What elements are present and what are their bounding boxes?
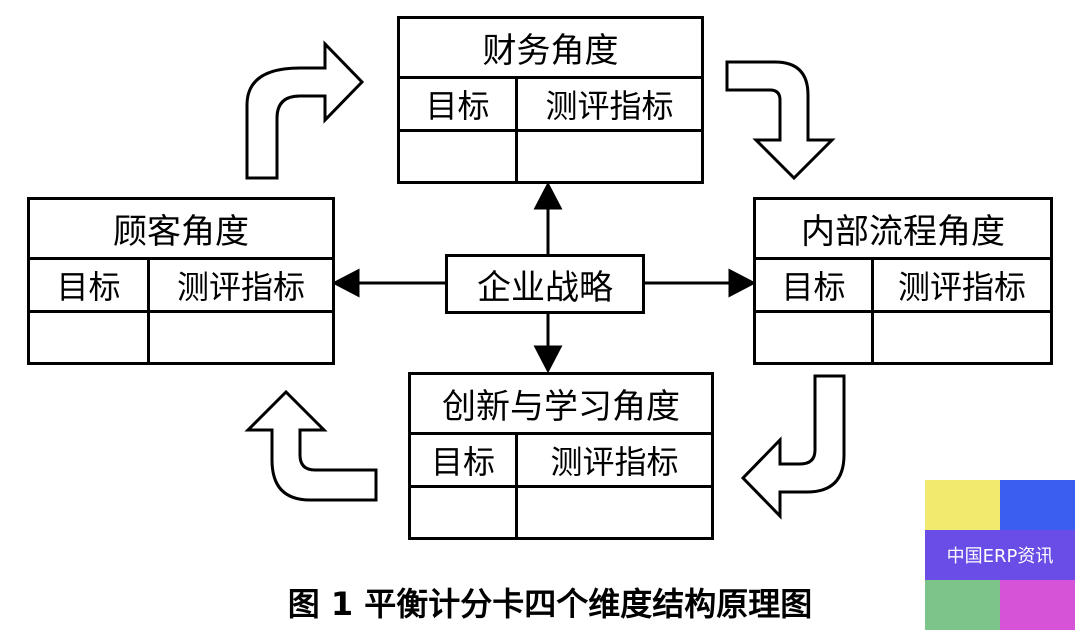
curved-arrow-learning-to-customer [244, 389, 378, 502]
customer-goal-cell [30, 313, 150, 362]
curved-arrow-finance-to-internal [725, 60, 836, 181]
logo-block-green [925, 580, 1000, 630]
customer-goal-header: 目标 [30, 260, 150, 310]
learning-empty-row [411, 488, 711, 537]
figure-caption: 图 1 平衡计分卡四个维度结构原理图 [287, 585, 813, 623]
internal-process-perspective-box: 内部流程角度 目标 测评指标 [753, 197, 1053, 365]
curved-arrow-internal-to-learning [740, 374, 846, 520]
enterprise-strategy-box: 企业战略 [445, 254, 645, 314]
finance-goal-cell [400, 132, 518, 181]
learning-measure-header: 测评指标 [550, 443, 679, 481]
customer-header-row: 目标 测评指标 [30, 260, 332, 313]
finance-goal-header: 目标 [400, 79, 518, 129]
watermark-logo: 中国ERP资讯 [925, 480, 1075, 630]
learning-growth-perspective-box: 创新与学习角度 目标 测评指标 [408, 372, 714, 540]
learning-measure-cell [518, 488, 711, 537]
finance-title: 财务角度 [400, 19, 701, 79]
arrowhead-up [533, 181, 563, 210]
internal-header-row: 目标 测评指标 [756, 260, 1050, 313]
arrowhead-right [728, 268, 757, 298]
customer-empty-row [30, 313, 332, 362]
customer-measure-header: 测评指标 [176, 268, 305, 306]
internal-measure-header: 测评指标 [897, 268, 1026, 306]
learning-header-row: 目标 测评指标 [411, 435, 711, 488]
arrowhead-down [533, 345, 563, 374]
curved-arrow-customer-to-finance [245, 40, 365, 180]
learning-growth-title: 创新与学习角度 [411, 375, 711, 435]
learning-goal-header: 目标 [411, 435, 518, 485]
internal-empty-row [756, 313, 1050, 362]
customer-perspective-box: 顾客角度 目标 测评指标 [27, 197, 335, 365]
logo-block-yellow [925, 480, 1000, 530]
learning-goal-cell [411, 488, 518, 537]
customer-measure-cell [150, 313, 332, 362]
internal-goal-cell [756, 313, 874, 362]
finance-measure-header: 测评指标 [545, 87, 674, 125]
logo-band: 中国ERP资讯 [925, 530, 1075, 580]
internal-goal-header: 目标 [756, 260, 874, 310]
finance-measure-cell [518, 132, 701, 181]
arrowhead-left [331, 268, 360, 298]
logo-block-blue [1000, 480, 1075, 530]
finance-perspective-box: 财务角度 目标 测评指标 [397, 16, 704, 184]
internal-process-title: 内部流程角度 [756, 200, 1050, 260]
internal-measure-cell [874, 313, 1050, 362]
logo-block-magenta [1000, 580, 1075, 630]
finance-header-row: 目标 测评指标 [400, 79, 701, 132]
finance-empty-row [400, 132, 701, 181]
customer-title: 顾客角度 [30, 200, 332, 260]
